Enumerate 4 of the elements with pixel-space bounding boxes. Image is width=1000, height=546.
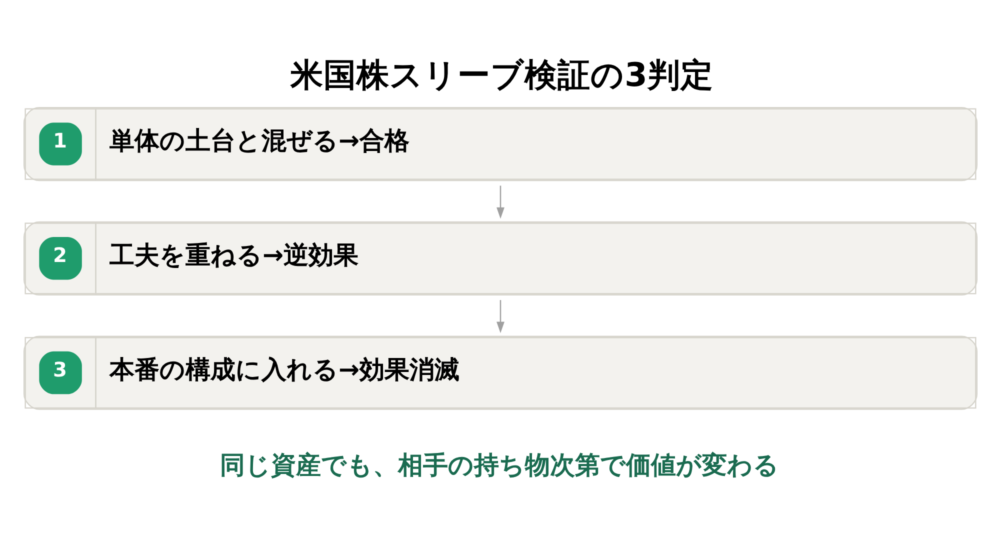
arrow [496,300,504,333]
caption: 同じ資産でも、相手の持ち物次第で価値が変わる [220,450,779,479]
arrow [496,185,504,218]
diagram-title: 米国株スリーブ検証の3判定 [290,55,713,94]
